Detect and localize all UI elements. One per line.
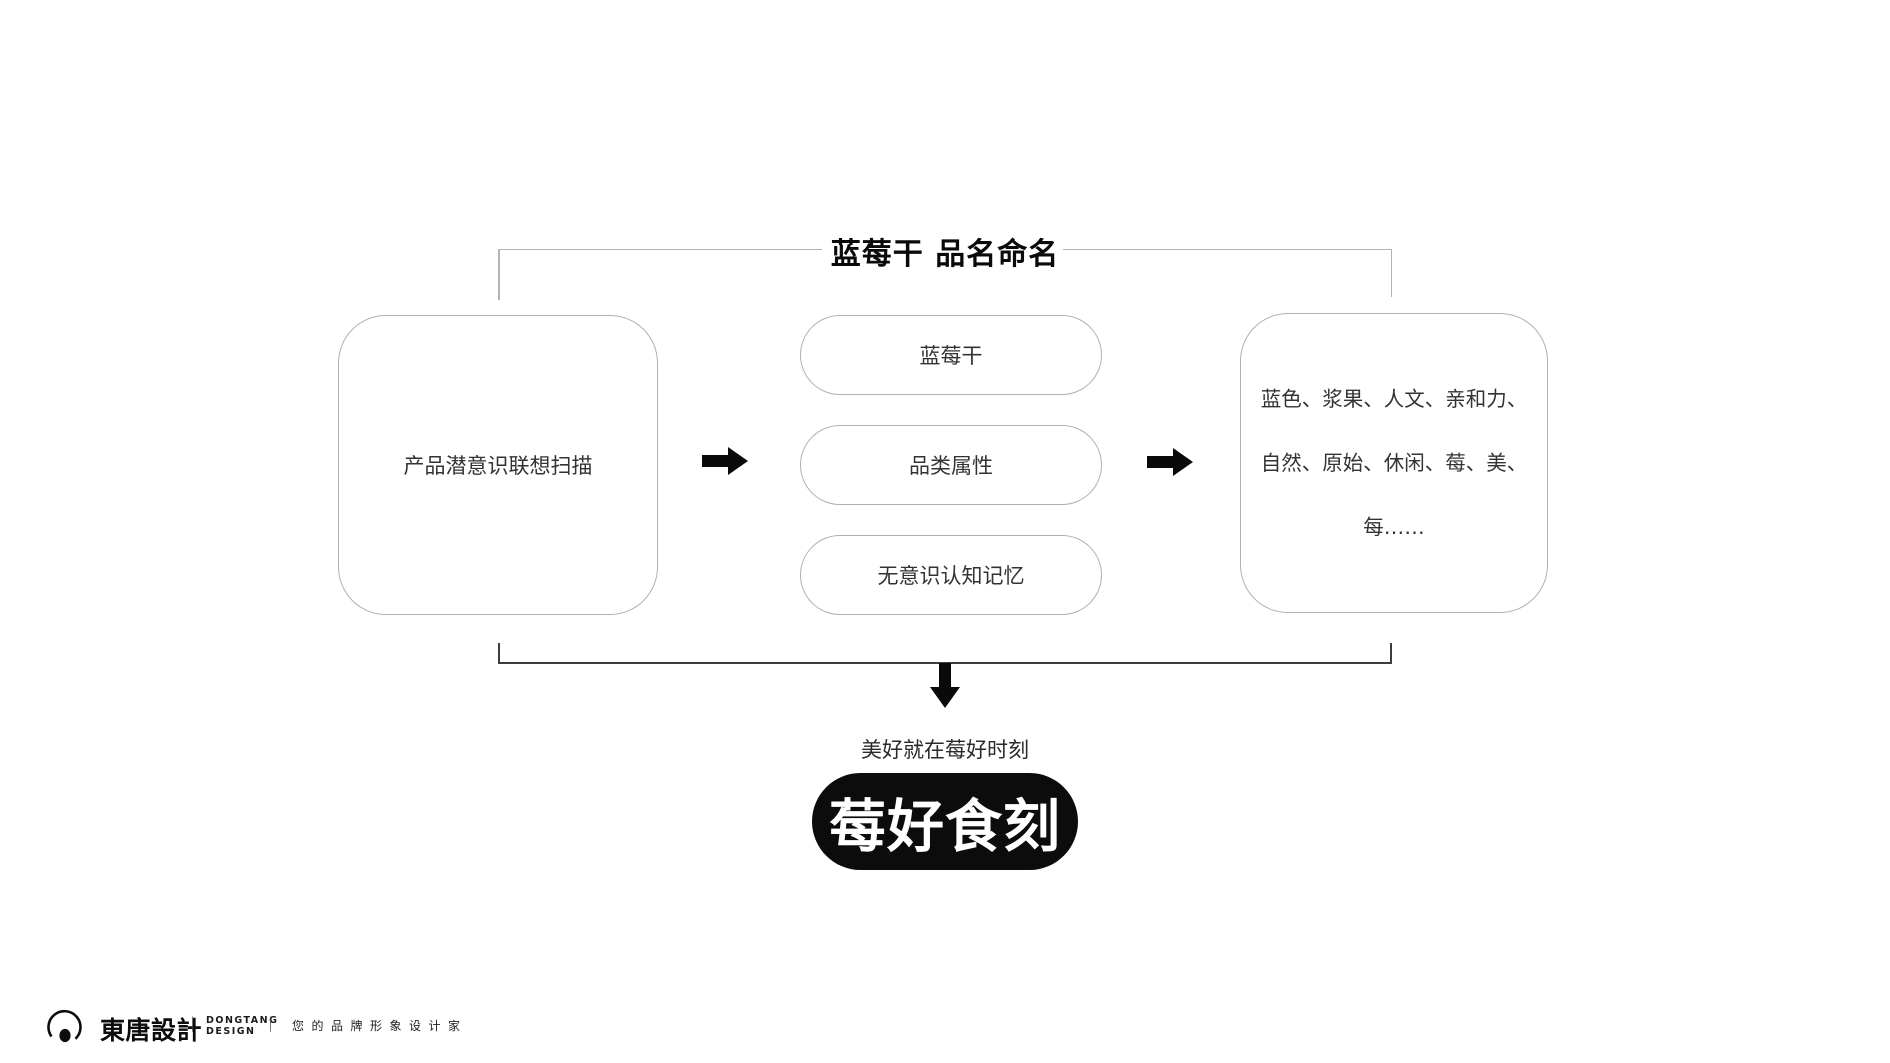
node-label: 无意识认知记忆 [877, 564, 1025, 588]
down-arrow-icon [930, 663, 960, 708]
keyword-line: 自然、原始、休闲、莓、美、 [1260, 451, 1528, 475]
node-label: 蓝莓干 [919, 344, 983, 368]
logo-en-line: DESIGN [206, 1026, 256, 1038]
node-label: 产品潜意识联想扫描 [403, 454, 593, 478]
node-category-attribute: 品类属性 [800, 425, 1102, 505]
bracket-top-stub-right [1390, 249, 1392, 297]
brand-name: 莓好食刻 [829, 793, 1061, 860]
node-association-keywords: 蓝色、浆果、人文、亲和力、 自然、原始、休闲、莓、美、 每…… [1240, 313, 1548, 613]
bracket-top-line-right [1063, 249, 1392, 250]
bracket-top-line-left [498, 249, 822, 250]
brand-name-pill: 莓好食刻 [812, 773, 1078, 870]
logo-mark-icon [47, 1009, 82, 1043]
diagram-title: 蓝莓干 品名命名 [830, 237, 1060, 272]
brand-tagline: 美好就在莓好时刻 [861, 738, 1029, 762]
node-label: 品类属性 [909, 454, 993, 478]
node-blueberry: 蓝莓干 [800, 315, 1102, 395]
logo-wordmark: 東唐設計 [100, 1016, 203, 1045]
bracket-bottom-stub-right [1390, 643, 1392, 662]
keyword-lines: 蓝色、浆果、人文、亲和力、 自然、原始、休闲、莓、美、 每…… [1261, 367, 1528, 559]
right-arrow-icon [1147, 448, 1193, 476]
footer-slogan: 您的品牌形象设计家 [292, 1019, 468, 1033]
logo-wordmark-en: DONGTANG DESIGN [206, 1015, 278, 1038]
logo-en-line: DONGTANG [206, 1015, 279, 1026]
footer-separator: | [190, 1014, 196, 1032]
bracket-bottom-stub-left [498, 643, 500, 662]
keyword-line: 蓝色、浆果、人文、亲和力、 [1260, 387, 1528, 411]
node-unconscious-memory: 无意识认知记忆 [800, 535, 1102, 615]
footer-separator: | [268, 1014, 274, 1032]
node-product-subconscious-scan: 产品潜意识联想扫描 [338, 315, 658, 615]
right-arrow-icon [702, 447, 748, 475]
keyword-line: 每…… [1363, 515, 1425, 539]
bracket-top-stub-left [498, 249, 500, 300]
